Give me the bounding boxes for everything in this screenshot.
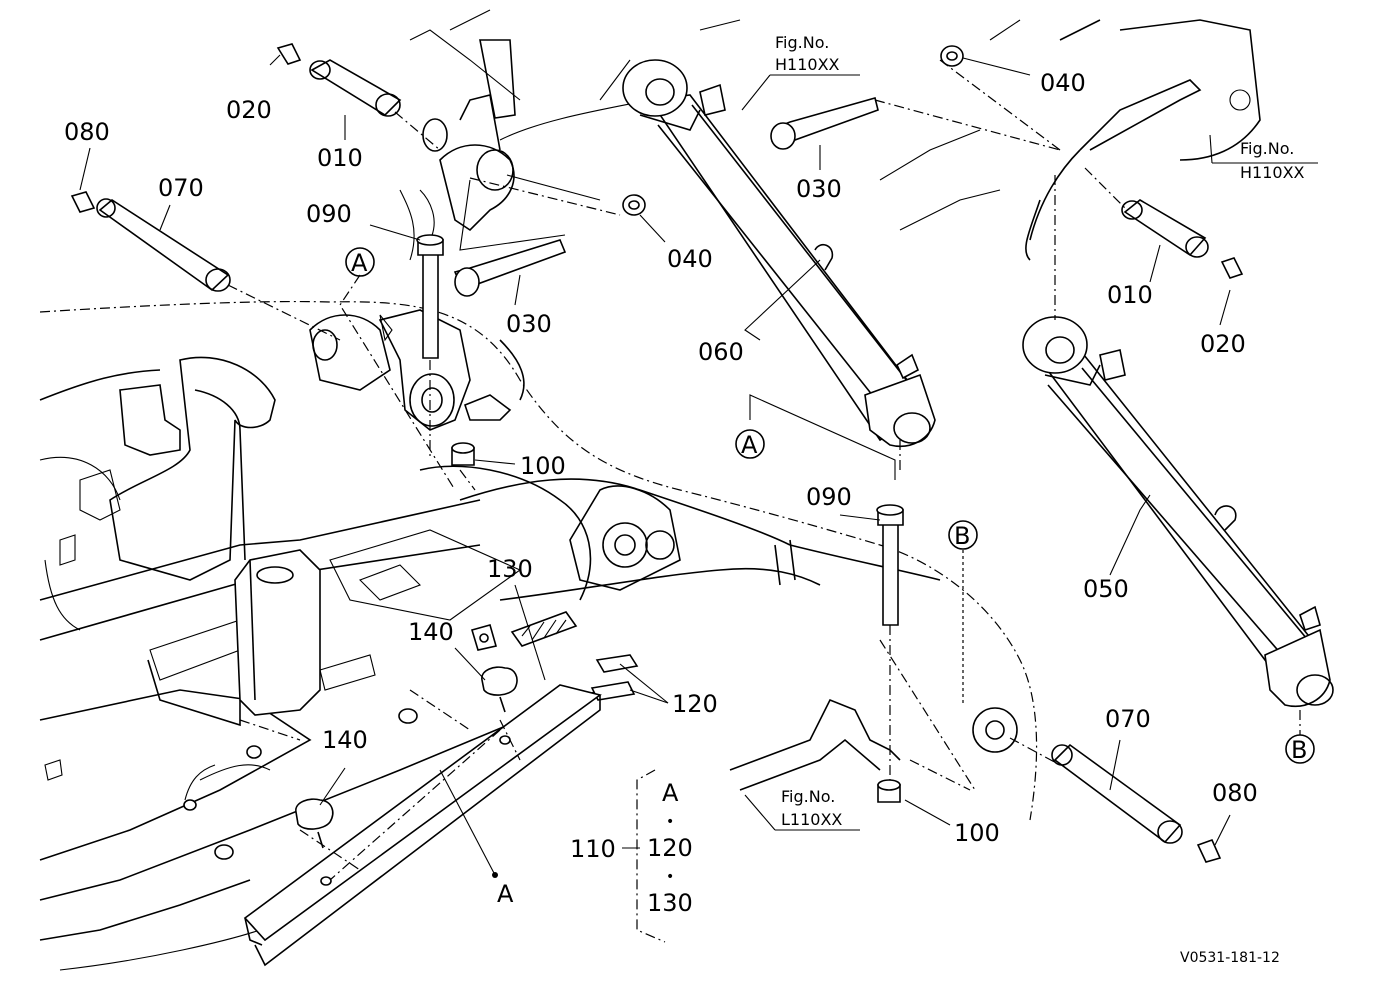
leader-lines: [79, 54, 1318, 943]
cylinder-050: [1022, 316, 1334, 707]
cylinder-060: [622, 59, 936, 447]
marker-a-center: A: [735, 429, 765, 459]
marker-a-left: A: [345, 247, 375, 277]
svg-text:Fig.No.: Fig.No.: [781, 787, 835, 806]
label-010-left: 010: [317, 144, 363, 172]
label-030-right: 030: [796, 175, 842, 203]
label-120: 120: [672, 690, 718, 718]
drawing-id: V0531-181-12: [1180, 950, 1280, 966]
kit-line-120: 120: [647, 834, 693, 862]
figure-references: Fig.No. H110XX Fig.No. H110XX Fig.No. L1…: [775, 33, 1305, 829]
label-140-upper: 140: [408, 618, 454, 646]
label-080-left: 080: [64, 118, 110, 146]
kit-line-130: 130: [647, 889, 693, 917]
kit-group: A • 120 • 130: [647, 779, 693, 917]
kit-separator-2: •: [666, 869, 674, 885]
marker-b-top: B: [948, 520, 978, 550]
svg-text:B: B: [1291, 736, 1307, 764]
label-020-left: 020: [226, 96, 272, 124]
label-090-right: 090: [806, 483, 852, 511]
label-100-left: 100: [520, 452, 566, 480]
svg-text:H110XX: H110XX: [1240, 163, 1305, 182]
label-130: 130: [487, 555, 533, 583]
label-030-left: 030: [506, 310, 552, 338]
svg-text:Fig.No.: Fig.No.: [775, 33, 829, 52]
label-050: 050: [1083, 575, 1129, 603]
svg-text:A: A: [741, 431, 758, 459]
kit-line-a: A: [662, 779, 679, 807]
label-090-left: 090: [306, 200, 352, 228]
part-labels: 020 010 080 070 090 040 030 060 100 040 …: [64, 69, 1258, 863]
marker-a-bottom: A: [497, 880, 514, 908]
label-040-right: 040: [1040, 69, 1086, 97]
label-100-right: 100: [954, 819, 1000, 847]
fig-ref-top-center: Fig.No. H110XX: [775, 33, 840, 74]
svg-text:A: A: [497, 880, 514, 908]
svg-text:B: B: [954, 522, 970, 550]
kit-separator-1: •: [666, 814, 674, 830]
label-070-left: 070: [158, 174, 204, 202]
label-020-right: 020: [1200, 330, 1246, 358]
frame-structure: [39, 9, 1261, 971]
svg-text:L110XX: L110XX: [781, 810, 842, 829]
label-080-right: 080: [1212, 779, 1258, 807]
label-140-lower: 140: [322, 726, 368, 754]
marker-b-bottom: B: [1285, 734, 1315, 764]
reference-markers: A A A B B: [345, 247, 1315, 908]
fig-ref-top-right: Fig.No. H110XX: [1240, 139, 1305, 182]
fig-ref-bottom: Fig.No. L110XX: [781, 787, 842, 829]
label-060: 060: [698, 338, 744, 366]
svg-text:H110XX: H110XX: [775, 55, 840, 74]
label-070-right: 070: [1105, 705, 1151, 733]
label-040-left: 040: [667, 245, 713, 273]
svg-text:Fig.No.: Fig.No.: [1240, 139, 1294, 158]
svg-text:A: A: [351, 249, 368, 277]
label-110: 110: [570, 835, 616, 863]
label-010-right: 010: [1107, 281, 1153, 309]
hardware: [44, 43, 1244, 967]
